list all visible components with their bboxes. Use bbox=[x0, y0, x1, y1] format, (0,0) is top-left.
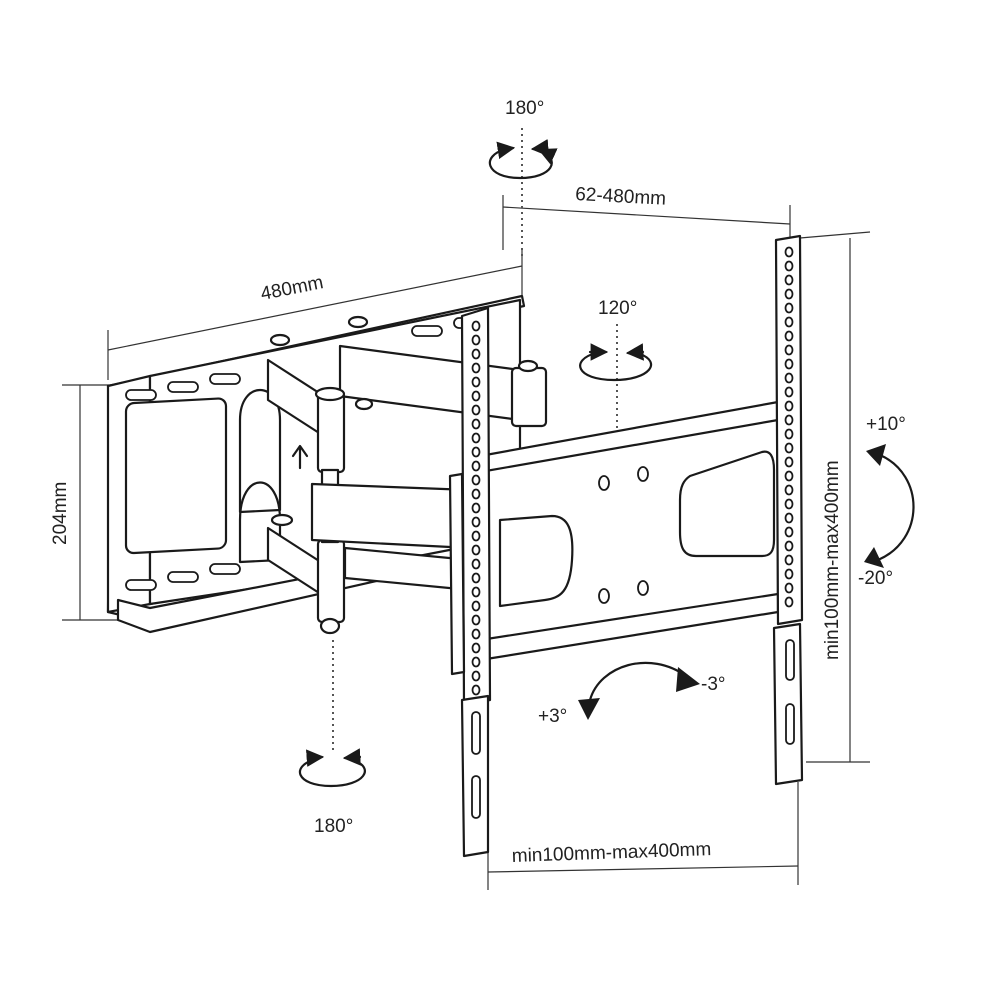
rail-hole bbox=[471, 586, 481, 598]
dimension-62-480mm: 62-480mm bbox=[502, 184, 791, 250]
rail-hole bbox=[784, 484, 794, 496]
rail-hole bbox=[784, 456, 794, 468]
rail-hole bbox=[471, 488, 481, 500]
rail-hole bbox=[784, 246, 794, 258]
dimension-vesa-horizontal: min100mm-max400mm bbox=[487, 782, 799, 890]
tilt-down-label: -20° bbox=[858, 568, 893, 589]
rail-hole bbox=[471, 320, 481, 332]
level-adjust-indicator: +3° -3° bbox=[538, 661, 726, 727]
dimension-204mm: 204mm bbox=[50, 384, 150, 621]
rail-hole bbox=[784, 344, 794, 356]
vesa-rail-right-holes bbox=[784, 246, 794, 608]
rot-top-label: 180° bbox=[505, 98, 544, 119]
rot-swivel-label: 120° bbox=[598, 298, 637, 319]
rail-hole bbox=[471, 530, 481, 542]
rail-hole bbox=[784, 512, 794, 524]
rail-hole bbox=[471, 670, 481, 682]
rail-hole bbox=[471, 418, 481, 430]
rail-hole bbox=[471, 432, 481, 444]
rail-hole bbox=[784, 540, 794, 552]
dim-vesa-vertical-label: min100mm-max400mm bbox=[822, 460, 843, 660]
vesa-rail-right bbox=[772, 234, 804, 786]
rail-hole bbox=[784, 554, 794, 566]
rail-hole bbox=[471, 376, 481, 388]
rail-hole bbox=[471, 684, 481, 696]
rail-hole bbox=[471, 404, 481, 416]
rail-hole bbox=[471, 600, 481, 612]
dim-wall-height-label: 204mm bbox=[50, 482, 71, 545]
rail-hole bbox=[471, 614, 481, 626]
rail-hole bbox=[784, 414, 794, 426]
dimension-vesa-vertical: min100mm-max400mm bbox=[799, 231, 871, 763]
rail-hole bbox=[784, 582, 794, 594]
rail-hole bbox=[784, 372, 794, 384]
level-plus-label: +3° bbox=[538, 706, 567, 727]
tilt-up-label: +10° bbox=[866, 414, 906, 435]
rail-hole bbox=[471, 390, 481, 402]
rail-hole bbox=[784, 470, 794, 482]
tilt-indicator: +10° -20° bbox=[858, 414, 915, 589]
rot-bottom-label: 180° bbox=[314, 816, 353, 837]
rail-hole bbox=[471, 544, 481, 556]
rail-hole bbox=[471, 474, 481, 486]
rail-hole bbox=[471, 572, 481, 584]
level-minus-label: -3° bbox=[701, 674, 726, 695]
rail-hole bbox=[471, 502, 481, 514]
rail-hole bbox=[471, 558, 481, 570]
rail-hole bbox=[784, 498, 794, 510]
vesa-rail-left-holes bbox=[471, 320, 481, 696]
articulating-arms bbox=[266, 344, 548, 635]
tv-bracket bbox=[478, 400, 780, 662]
rail-hole bbox=[471, 334, 481, 346]
rail-hole bbox=[471, 516, 481, 528]
dim-extension-label: 62-480mm bbox=[575, 184, 667, 210]
rail-hole bbox=[784, 526, 794, 538]
rail-hole bbox=[784, 596, 794, 608]
dim-wall-width-label: 480mm bbox=[259, 272, 325, 305]
rail-hole bbox=[471, 446, 481, 458]
rail-hole bbox=[784, 260, 794, 272]
rail-hole bbox=[784, 330, 794, 342]
rail-hole bbox=[471, 642, 481, 654]
rail-hole bbox=[471, 628, 481, 640]
rail-hole bbox=[784, 358, 794, 370]
rail-hole bbox=[784, 274, 794, 286]
rail-hole bbox=[784, 288, 794, 300]
rail-hole bbox=[784, 316, 794, 328]
vesa-rail-left bbox=[448, 306, 492, 858]
rotation-top-indicator: 180° bbox=[488, 98, 558, 258]
rail-hole bbox=[784, 428, 794, 440]
rail-hole bbox=[471, 656, 481, 668]
rail-hole bbox=[471, 460, 481, 472]
rail-hole bbox=[471, 362, 481, 374]
rotation-bottom-indicator: 180° bbox=[298, 640, 366, 837]
dim-vesa-horizontal-label: min100mm-max400mm bbox=[511, 839, 711, 867]
rail-hole bbox=[784, 568, 794, 580]
rail-hole bbox=[784, 386, 794, 398]
rail-hole bbox=[784, 442, 794, 454]
rail-hole bbox=[784, 302, 794, 314]
rail-hole bbox=[471, 348, 481, 360]
rail-hole bbox=[784, 400, 794, 412]
